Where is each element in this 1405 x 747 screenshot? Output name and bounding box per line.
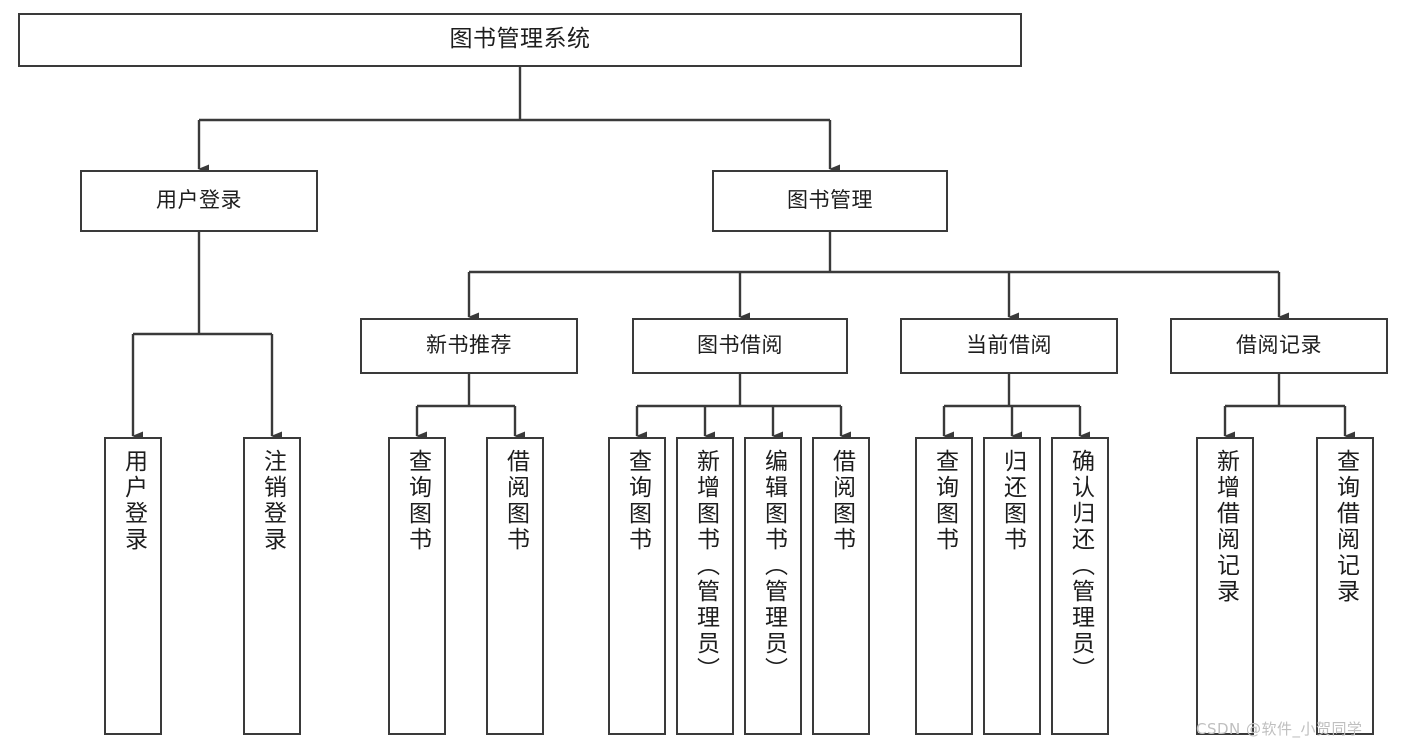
node-leaf-cur-return[interactable]: 归还图书 <box>983 437 1041 735</box>
node-label: 确认归还（管理员） <box>1067 449 1094 683</box>
node-label: 借阅图书 <box>828 449 855 553</box>
node-leaf-bk-query[interactable]: 查询图书 <box>608 437 666 735</box>
node-root[interactable]: 图书管理系统 <box>18 13 1022 67</box>
node-label: 归还图书 <box>999 449 1026 553</box>
node-leaf-bk-edit[interactable]: 编辑图书（管理员） <box>744 437 802 735</box>
node-newbook[interactable]: 新书推荐 <box>360 318 578 374</box>
node-leaf-rec-add[interactable]: 新增借阅记录 <box>1196 437 1254 735</box>
node-records[interactable]: 借阅记录 <box>1170 318 1388 374</box>
node-leaf-user-logout[interactable]: 注销登录 <box>243 437 301 735</box>
node-label: 图书管理 <box>787 188 873 213</box>
watermark-label: CSDN @软件_小贺同学 <box>1196 720 1363 738</box>
node-label: 新增借阅记录 <box>1212 449 1239 605</box>
node-label: 查询图书 <box>624 449 651 553</box>
node-leaf-rec-query[interactable]: 查询借阅记录 <box>1316 437 1374 735</box>
edge-group <box>131 67 1355 441</box>
node-label: 编辑图书（管理员） <box>760 449 787 683</box>
node-label: 用户登录 <box>156 188 242 213</box>
node-borrow[interactable]: 图书借阅 <box>632 318 848 374</box>
node-bookmgmt[interactable]: 图书管理 <box>712 170 948 232</box>
node-leaf-nb-query[interactable]: 查询图书 <box>388 437 446 735</box>
node-label: 注销登录 <box>259 449 286 553</box>
node-leaf-cur-query[interactable]: 查询图书 <box>915 437 973 735</box>
node-label: 图书管理系统 <box>449 26 591 53</box>
node-label: 当前借阅 <box>966 333 1052 358</box>
node-current[interactable]: 当前借阅 <box>900 318 1118 374</box>
node-label: 新增图书（管理员） <box>692 449 719 683</box>
node-label: 新书推荐 <box>426 333 512 358</box>
node-leaf-user-login[interactable]: 用户登录 <box>104 437 162 735</box>
node-label: 查询图书 <box>404 449 431 553</box>
node-label: 借阅图书 <box>502 449 529 553</box>
node-leaf-nb-borrow[interactable]: 借阅图书 <box>486 437 544 735</box>
node-label: 借阅记录 <box>1236 333 1322 358</box>
node-label: 用户登录 <box>120 449 147 553</box>
node-leaf-bk-borrow[interactable]: 借阅图书 <box>812 437 870 735</box>
node-leaf-bk-add[interactable]: 新增图书（管理员） <box>676 437 734 735</box>
node-label: 查询图书 <box>931 449 958 553</box>
node-login[interactable]: 用户登录 <box>80 170 318 232</box>
node-label: 查询借阅记录 <box>1332 449 1359 605</box>
node-leaf-cur-confirm[interactable]: 确认归还（管理员） <box>1051 437 1109 735</box>
node-label: 图书借阅 <box>697 333 783 358</box>
